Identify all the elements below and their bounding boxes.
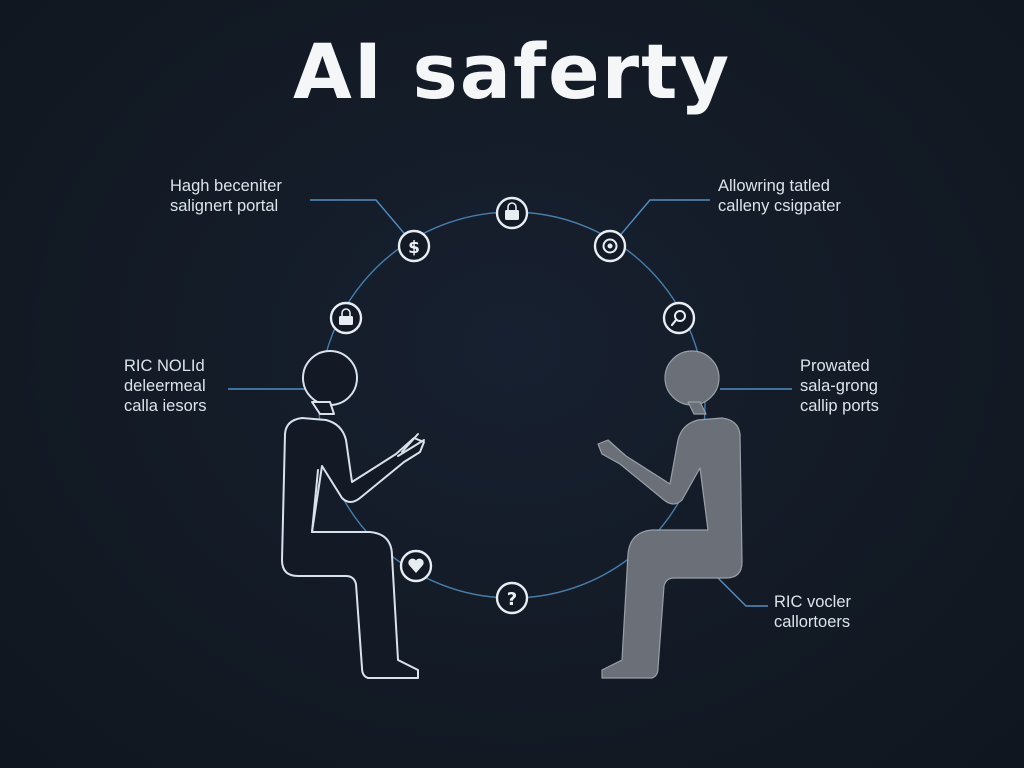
label-bottom-right-line-1: RIC vocler <box>774 593 852 611</box>
ring-node-upper-right <box>593 229 627 263</box>
label-mid-left-line-3: calla iesors <box>124 397 207 415</box>
question-icon: ? <box>507 589 517 610</box>
label-top-right: Allowring tatled calleny csigpater <box>718 176 841 216</box>
ring-node-right <box>662 301 696 335</box>
person-filled-figure <box>597 350 743 679</box>
ring-node-top <box>495 196 529 230</box>
label-bottom-right: RIC vocler callortoers <box>774 592 851 632</box>
person-outline-figure <box>281 350 425 679</box>
ring-node-upper-left: $ <box>397 229 431 263</box>
label-mid-right-line-2: sala-grong <box>800 377 878 395</box>
page-title: AI saferty <box>292 27 732 116</box>
search-icon <box>674 310 686 322</box>
ring-node-left <box>329 301 363 335</box>
label-top-right-line-2: calleny csigpater <box>718 197 841 215</box>
connector-top-right <box>611 199 710 246</box>
target-icon <box>602 238 618 254</box>
ring-node-lower-left <box>399 549 433 583</box>
label-mid-right-line-3: callip ports <box>800 397 879 415</box>
label-mid-right: Prowated sala-grong callip ports <box>800 356 879 416</box>
label-mid-left: RIC NOLId deleermeal calla iesors <box>124 356 207 416</box>
connector-top-left <box>310 199 415 246</box>
lock-icon <box>505 210 519 220</box>
label-mid-left-line-2: deleermeal <box>124 377 206 395</box>
connector-bottom-right <box>717 577 768 607</box>
label-bottom-right-line-2: callortoers <box>774 613 851 631</box>
label-top-right-line-1: Allowring tatled <box>718 177 830 195</box>
label-top-left-line-2: salignert portal <box>170 197 279 215</box>
label-mid-right-line-1: Prowated <box>800 357 870 375</box>
padlock-icon <box>339 316 353 325</box>
ring-node-bottom: ? <box>495 581 529 615</box>
label-mid-left-line-1: RIC NOLId <box>124 357 205 375</box>
heart-icon <box>408 558 424 573</box>
dollar-icon: $ <box>408 238 420 258</box>
label-top-left-line-1: Hagh beceniter <box>170 177 282 195</box>
label-top-left: Hagh beceniter salignert portal <box>170 176 282 216</box>
